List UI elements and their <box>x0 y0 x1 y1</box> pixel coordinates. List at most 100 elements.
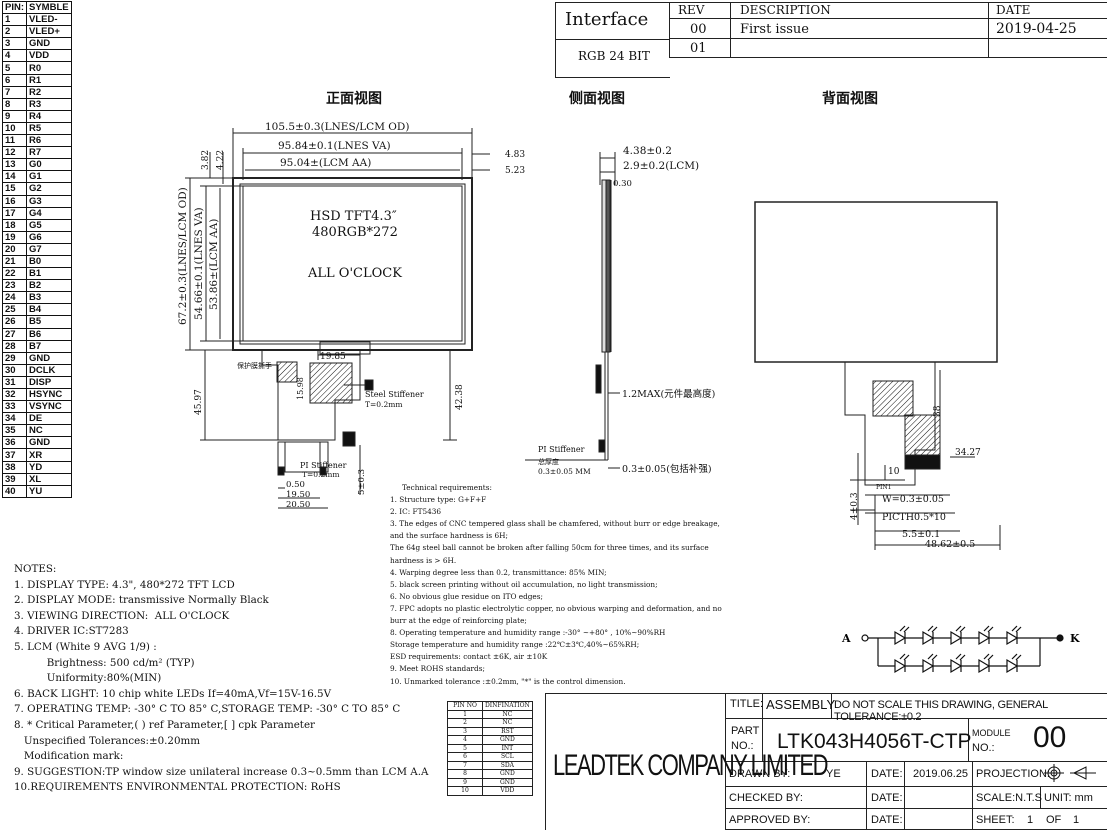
side-view-drawing: 4.38±0.2 2.9±0.2(LCM) 0.30 1.2MAX(元件最高度)… <box>525 145 715 476</box>
drawn-by-label: DRAWN BY: <box>729 768 791 780</box>
pin-number: 16 <box>2 194 27 208</box>
pin-number: 31 <box>2 375 27 390</box>
part-label-2: NO.: <box>731 740 754 752</box>
dim-outer-height: 67.2±0.3(LNES/LCM OD) <box>177 187 189 325</box>
pin-symbol: B1 <box>26 267 72 281</box>
module-number: 00 <box>1033 721 1067 754</box>
part-label-1: PART <box>731 725 760 737</box>
pin-symbol: G3 <box>26 194 72 208</box>
tech-item: 10. Unmarked tolerance :±0.2mm, "*" is t… <box>390 676 626 686</box>
panel-line-3: ALL O'CLOCK <box>307 266 402 281</box>
touch-def-header: DINFINATION <box>482 701 533 711</box>
projection-symbol-icon <box>1044 764 1096 782</box>
pin-number: 17 <box>2 206 27 220</box>
note-item: Uniformity:80%(MIN) <box>14 672 162 685</box>
pin-number: 36 <box>2 436 27 450</box>
panel-line-2: 480RGB*272 <box>312 225 398 240</box>
pin-number: 40 <box>2 484 27 498</box>
pin-symbol: G5 <box>26 218 72 232</box>
pin-number: 9 <box>2 109 27 123</box>
side-view-title: 侧面视图 <box>569 91 625 107</box>
touch-pin-number: 1 <box>447 709 483 719</box>
pin-number: 15 <box>2 182 27 196</box>
pin-number: 37 <box>2 448 27 462</box>
tech-item: 3. The edges of CNC tempered glass shall… <box>390 519 720 541</box>
of-label: OF <box>1046 814 1062 826</box>
pin-number: 20 <box>2 242 27 256</box>
led-schematic: A K <box>841 625 1080 674</box>
pin-symbol: R6 <box>26 134 72 148</box>
date-value: 2019.06.25 <box>913 768 969 780</box>
pin-symbol: R5 <box>26 121 72 136</box>
approved-by-label: APPROVED BY: <box>729 814 811 826</box>
dim-4-0-3: 4±0.3 <box>850 492 860 520</box>
tech-item: 9. Meet ROHS standards; <box>390 664 485 674</box>
tech-item: 5. black screen printing without oil acc… <box>390 579 658 589</box>
touch-pin-number: 4 <box>447 735 483 745</box>
note-item: 8. * Critical Parameter,( ) ref Paramete… <box>14 718 315 731</box>
pin-symbol: VLED+ <box>26 25 72 39</box>
note-item: Brightness: 500 cd/m² (TYP) <box>14 656 195 669</box>
pin-symbol: YU <box>26 484 72 498</box>
pin1-label: PIN1 <box>876 484 891 491</box>
pin-symbol: B6 <box>26 327 72 341</box>
pin-symbol: VSYNC <box>26 400 72 414</box>
pin-symbol: G1 <box>26 170 72 184</box>
pin-symbol: G7 <box>26 242 72 256</box>
pin-symbol: VLED- <box>26 13 72 27</box>
pin-number: 35 <box>2 424 27 438</box>
pin-symbol: NC <box>26 424 72 438</box>
symbol-header: SYMBLE <box>26 0 72 15</box>
technical-requirements: Technical requirements: 1. Structure typ… <box>390 482 735 688</box>
dim-15-98: 15.98 <box>296 377 305 400</box>
steel-stiffener-label: Steel Stiffener <box>365 390 424 399</box>
pin-symbol: R2 <box>26 85 72 99</box>
pi-stiffener-side-label: PI Stiffener <box>538 445 585 454</box>
pin-symbol: XL <box>26 472 72 486</box>
dim-19-50: 19.50 <box>286 490 310 500</box>
pin-symbol: B0 <box>26 254 72 269</box>
date-header: DATE <box>996 3 1031 17</box>
pin-number: 38 <box>2 460 27 474</box>
pin-symbol: GND <box>26 37 72 51</box>
touch-pin-definition: RST <box>482 726 533 736</box>
touch-pin-definition: GND <box>482 777 533 787</box>
pin-number: 8 <box>2 97 27 111</box>
pin-symbol: B2 <box>26 279 72 293</box>
touch-pin-number: 6 <box>447 752 483 762</box>
pin-number: 28 <box>2 339 27 353</box>
touch-pin-number: 2 <box>447 718 483 728</box>
note-item: Modification mark: <box>14 750 124 763</box>
pin-header: PIN: <box>2 0 27 15</box>
sheet-value: 1 <box>1027 814 1034 826</box>
dim-0-3-side: 0.3±0.05(包括补强) <box>622 463 712 475</box>
dim-5-0-3: 5±0.3 <box>357 469 367 495</box>
tech-item: 1. Structure type: G+F+F <box>390 495 487 505</box>
company-name: LEADTEK COMPANY LIMITED <box>553 748 828 782</box>
pin-symbol: DE <box>26 412 72 426</box>
pi-total-label: 总厚度 <box>538 457 559 466</box>
scale-label: SCALE:N.T.S <box>976 792 1043 804</box>
pin-number: 10 <box>2 121 27 136</box>
